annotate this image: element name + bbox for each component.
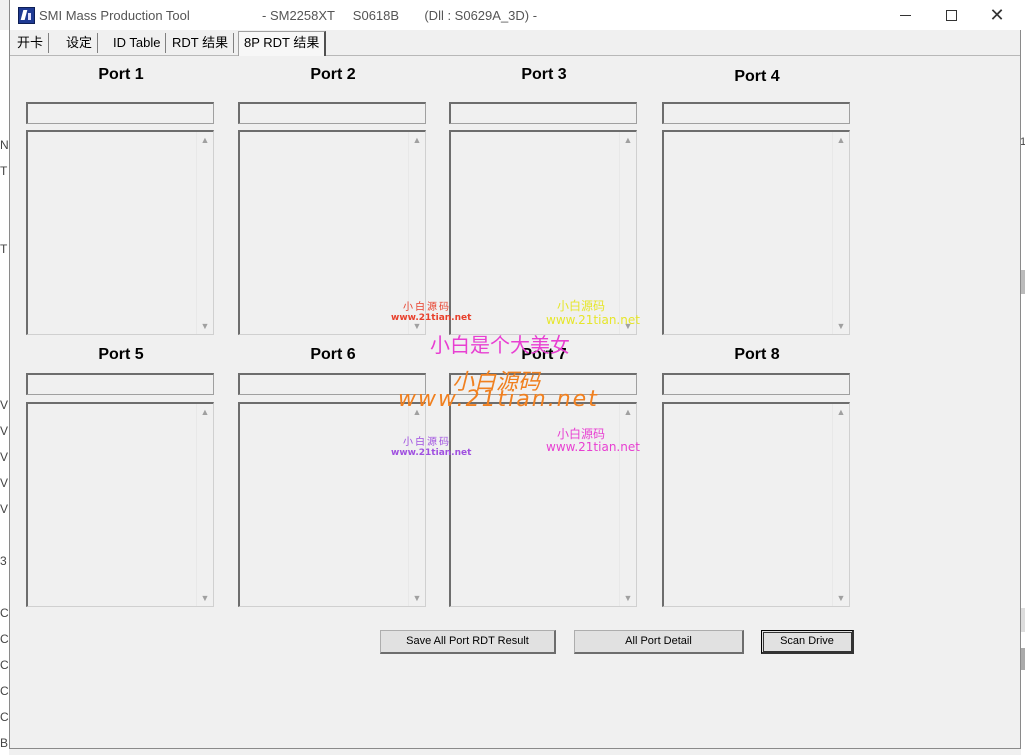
port-7-log-textarea[interactable]: ▲ ▼ [449,402,637,607]
scroll-down-icon[interactable]: ▼ [623,321,633,331]
bg-glyph: B [0,736,9,750]
background-app-left-edge: N T T V V V V V 3 C C C C C B [0,30,9,755]
bg-glyph: V [0,424,9,438]
close-button[interactable]: ✕ [974,0,1020,30]
bg-glyph: V [0,398,9,412]
background-app-block [1021,648,1025,670]
window-title: SMI Mass Production Tool - SM2258XT S061… [39,8,538,23]
bg-glyph: C [0,710,9,724]
port-3-log-textarea[interactable]: ▲ ▼ [449,130,637,335]
port-7-status-field[interactable] [449,373,637,395]
bg-glyph: T [0,242,8,256]
scroll-down-icon[interactable]: ▼ [200,593,210,603]
bg-glyph: V [0,502,9,516]
vertical-scrollbar[interactable]: ▲ ▼ [196,132,213,334]
bg-glyph: T [0,164,8,178]
bg-glyph: C [0,632,9,646]
main-window: SMI Mass Production Tool - SM2258XT S061… [9,0,1022,749]
port-title: Port 5 [98,346,144,363]
minimize-button[interactable] [882,0,928,30]
bg-glyph: 3 [0,554,7,568]
vertical-scrollbar[interactable]: ▲ ▼ [619,132,636,334]
tab-8p-rdt-result[interactable]: 8P RDT 结果 [238,31,327,56]
port-4-log-textarea[interactable]: ▲ ▼ [662,130,850,335]
scroll-down-icon[interactable]: ▼ [412,593,422,603]
background-app-block [1021,608,1025,632]
port-2-log-textarea[interactable]: ▲ ▼ [238,130,426,335]
vertical-scrollbar[interactable]: ▲ ▼ [408,404,425,606]
maximize-icon [945,9,957,21]
bg-glyph: V [0,450,9,464]
scroll-up-icon[interactable]: ▲ [412,135,422,145]
scroll-up-icon[interactable]: ▲ [623,407,633,417]
scroll-up-icon[interactable]: ▲ [200,135,210,145]
tab-id-table[interactable]: ID Table [108,33,167,53]
title-bar[interactable]: SMI Mass Production Tool - SM2258XT S061… [10,0,1022,30]
scroll-up-icon[interactable]: ▲ [623,135,633,145]
bg-glyph: C [0,606,9,620]
scroll-down-icon[interactable]: ▼ [836,321,846,331]
scroll-down-icon[interactable]: ▼ [836,593,846,603]
vertical-scrollbar[interactable]: ▲ ▼ [832,132,849,334]
scroll-up-icon[interactable]: ▲ [200,407,210,417]
port-1-status-field[interactable] [26,102,214,124]
port-6-log-textarea[interactable]: ▲ ▼ [238,402,426,607]
scroll-down-icon[interactable]: ▼ [412,321,422,331]
bg-glyph: C [0,658,9,672]
tab-rdt-result[interactable]: RDT 结果 [167,33,235,53]
scroll-up-icon[interactable]: ▲ [836,407,846,417]
minimize-icon [899,14,911,16]
tab-open-card[interactable]: 开卡 [12,33,50,53]
port-title: Port 6 [310,346,356,363]
vertical-scrollbar[interactable]: ▲ ▼ [408,132,425,334]
scroll-up-icon[interactable]: ▲ [836,135,846,145]
tab-content-8p-rdt: Port 1 ▲ ▼ Port 2 ▲ ▼ Port 3 ▲ ▼ Port 4 [10,56,1022,748]
port-5-log-textarea[interactable]: ▲ ▼ [26,402,214,607]
port-1-log-textarea[interactable]: ▲ ▼ [26,130,214,335]
app-icon [18,7,35,24]
port-8-log-textarea[interactable]: ▲ ▼ [662,402,850,607]
save-all-port-rdt-result-button[interactable]: Save All Port RDT Result [380,630,556,654]
port-title: Port 3 [521,66,567,83]
vertical-scrollbar[interactable]: ▲ ▼ [196,404,213,606]
scroll-up-icon[interactable]: ▲ [412,407,422,417]
bg-glyph: C [0,684,9,698]
bg-glyph: N [0,138,9,152]
port-title: Port 7 [521,346,567,363]
port-title: Port 4 [734,68,780,85]
bg-glyph: V [0,476,9,490]
background-app-right-edge: 1 [1020,0,1025,755]
port-8-status-field[interactable] [662,373,850,395]
port-title: Port 8 [734,346,780,363]
port-3-status-field[interactable] [449,102,637,124]
all-port-detail-button[interactable]: All Port Detail [574,630,744,654]
maximize-button[interactable] [928,0,974,30]
port-4-status-field[interactable] [662,102,850,124]
bg-glyph: 1 [1020,136,1025,148]
port-5-status-field[interactable] [26,373,214,395]
port-6-status-field[interactable] [238,373,426,395]
background-app-block [1021,270,1025,294]
scroll-down-icon[interactable]: ▼ [200,321,210,331]
scan-drive-button[interactable]: Scan Drive [761,630,854,654]
port-2-status-field[interactable] [238,102,426,124]
tab-settings[interactable]: 设定 [61,33,99,53]
port-title: Port 1 [98,66,144,83]
scroll-down-icon[interactable]: ▼ [623,593,633,603]
port-title: Port 2 [310,66,356,83]
vertical-scrollbar[interactable]: ▲ ▼ [619,404,636,606]
tab-strip: 开卡 设定 ID Table RDT 结果 8P RDT 结果 [10,31,1020,56]
close-icon: ✕ [989,5,1005,25]
vertical-scrollbar[interactable]: ▲ ▼ [832,404,849,606]
